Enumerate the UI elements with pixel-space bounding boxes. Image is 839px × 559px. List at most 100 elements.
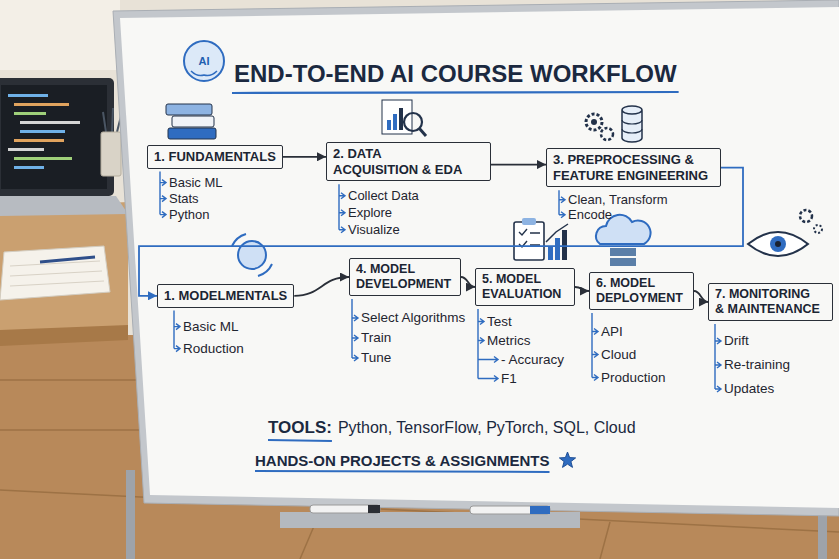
flow-arrow bbox=[283, 156, 326, 158]
step-item: Select Algorithms bbox=[361, 308, 465, 328]
workflow-step: 6. MODEL DEPLOYMENT APICloudProduction bbox=[589, 272, 694, 389]
clipboard-chart-icon bbox=[522, 218, 536, 225]
clipboard-chart-icon bbox=[562, 230, 567, 260]
step-item: Stats bbox=[169, 191, 283, 207]
brain-cycle-icon bbox=[238, 241, 266, 269]
notebook bbox=[40, 257, 95, 262]
magnifier-chart-icon bbox=[393, 114, 397, 130]
step-title: 6. MODEL DEPLOYMENT bbox=[596, 276, 683, 305]
desk bbox=[0, 325, 128, 346]
step-item: Collect Data bbox=[348, 187, 491, 204]
magnifier-chart-icon bbox=[399, 108, 403, 130]
item-arrow bbox=[339, 184, 345, 233]
footer-note: HANDS-ON PROJECTS & ASSIGNMENTS bbox=[255, 452, 549, 469]
flow-arrow bbox=[694, 291, 708, 302]
gears-database-icon bbox=[622, 120, 642, 133]
laptop bbox=[14, 112, 46, 115]
cloud-server-icon bbox=[610, 258, 636, 266]
step-title: 2. DATA ACQUISITION & EDA bbox=[333, 146, 462, 177]
title-underline bbox=[232, 92, 679, 93]
clipboard-chart-icon bbox=[514, 222, 544, 260]
books-icon bbox=[166, 104, 216, 139]
marker-tray bbox=[310, 505, 380, 513]
clipboard-chart-icon bbox=[519, 229, 540, 247]
whiteboard-stand bbox=[126, 470, 135, 559]
workflow-step: 1. FUNDAMENTALS Basic MLStatsPython bbox=[147, 145, 283, 223]
laptop bbox=[14, 103, 69, 106]
star-symbol bbox=[559, 452, 575, 467]
step-box: 7. MONITORING & MAINTENANCE bbox=[708, 283, 833, 321]
step-box: 1. FUNDAMENTALS bbox=[147, 145, 283, 169]
brain-cycle-icon bbox=[232, 234, 272, 276]
books-icon bbox=[166, 104, 212, 115]
step-box: 6. MODEL DEPLOYMENT bbox=[589, 272, 694, 310]
step-item: Metrics bbox=[487, 331, 575, 350]
eye-gears-icon bbox=[748, 210, 822, 256]
step-item: Tune bbox=[361, 348, 465, 368]
flow-arrow bbox=[575, 287, 589, 291]
icon-label: AI bbox=[199, 55, 210, 67]
eye-gears-icon bbox=[748, 232, 808, 256]
eye-gears-icon bbox=[814, 225, 822, 233]
item-arrow bbox=[715, 324, 721, 392]
desk bbox=[0, 202, 128, 346]
laptop bbox=[14, 139, 64, 142]
step-item: Visualize bbox=[348, 221, 491, 238]
flow-arrow bbox=[461, 277, 475, 287]
label-underline bbox=[255, 471, 549, 472]
pencil-cup bbox=[101, 108, 121, 176]
laptop bbox=[8, 94, 48, 97]
step-item: API bbox=[601, 320, 694, 343]
desk bbox=[0, 202, 128, 336]
clipboard-chart-icon bbox=[548, 246, 553, 260]
cloud-server-icon bbox=[596, 215, 651, 266]
gears-database-icon bbox=[601, 128, 613, 140]
item-list: Basic MLRoduction bbox=[183, 308, 294, 360]
brain-icon bbox=[184, 41, 224, 81]
brain-cycle-icon bbox=[232, 234, 272, 276]
item-list: APICloudProduction bbox=[601, 310, 694, 389]
gears-database-icon bbox=[586, 106, 642, 142]
magnifier-chart-icon bbox=[387, 120, 391, 130]
item-list: TestMetrics- AccuracyF1 bbox=[487, 306, 575, 388]
brain-icon bbox=[191, 71, 217, 76]
pencil-cup bbox=[103, 108, 121, 132]
workflow-step: 1. MODELMENTALSBasic MLRoduction bbox=[157, 284, 294, 360]
brain-icon bbox=[184, 41, 224, 81]
marker-tray bbox=[280, 505, 580, 528]
item-arrow bbox=[559, 190, 565, 218]
item-list: Select AlgorithmsTrainTune bbox=[361, 296, 465, 368]
laptop bbox=[20, 130, 65, 133]
eye-gears-icon bbox=[770, 236, 786, 252]
magnifier-chart-icon bbox=[382, 100, 426, 136]
marker-tray bbox=[530, 506, 550, 514]
notebook bbox=[0, 246, 110, 300]
tools-heading: TOOLS: bbox=[268, 418, 332, 438]
magnifier-chart-icon bbox=[419, 128, 426, 136]
whiteboard bbox=[120, 7, 839, 508]
gears-database-icon bbox=[622, 106, 642, 142]
step-item: Test bbox=[487, 312, 575, 331]
laptop bbox=[0, 78, 114, 196]
notebook bbox=[10, 261, 104, 286]
step-title: 7. MONITORING & MAINTENANCE bbox=[715, 287, 820, 316]
diagram-title: END-TO-END AI COURSE WORKFLOW bbox=[234, 60, 677, 88]
cloud-server-icon bbox=[610, 248, 636, 256]
clipboard-chart-icon bbox=[514, 218, 568, 260]
step-item: Re-training bbox=[724, 353, 833, 377]
laptop bbox=[0, 78, 128, 216]
eye-gears-icon bbox=[800, 210, 812, 222]
step-item: - Accuracy bbox=[501, 350, 575, 369]
label-underline bbox=[268, 440, 332, 441]
step-box: 2. DATA ACQUISITION & EDA bbox=[326, 142, 491, 181]
step-title: 1. FUNDAMENTALS bbox=[154, 149, 276, 164]
step-item: Basic ML bbox=[183, 316, 294, 338]
step-box: 1. MODELMENTALS bbox=[157, 284, 294, 308]
item-list: Basic MLStatsPython bbox=[169, 169, 283, 223]
step-item: Clean, Transform bbox=[568, 192, 721, 207]
room-wall bbox=[0, 0, 120, 70]
gears-database-icon bbox=[586, 114, 602, 130]
